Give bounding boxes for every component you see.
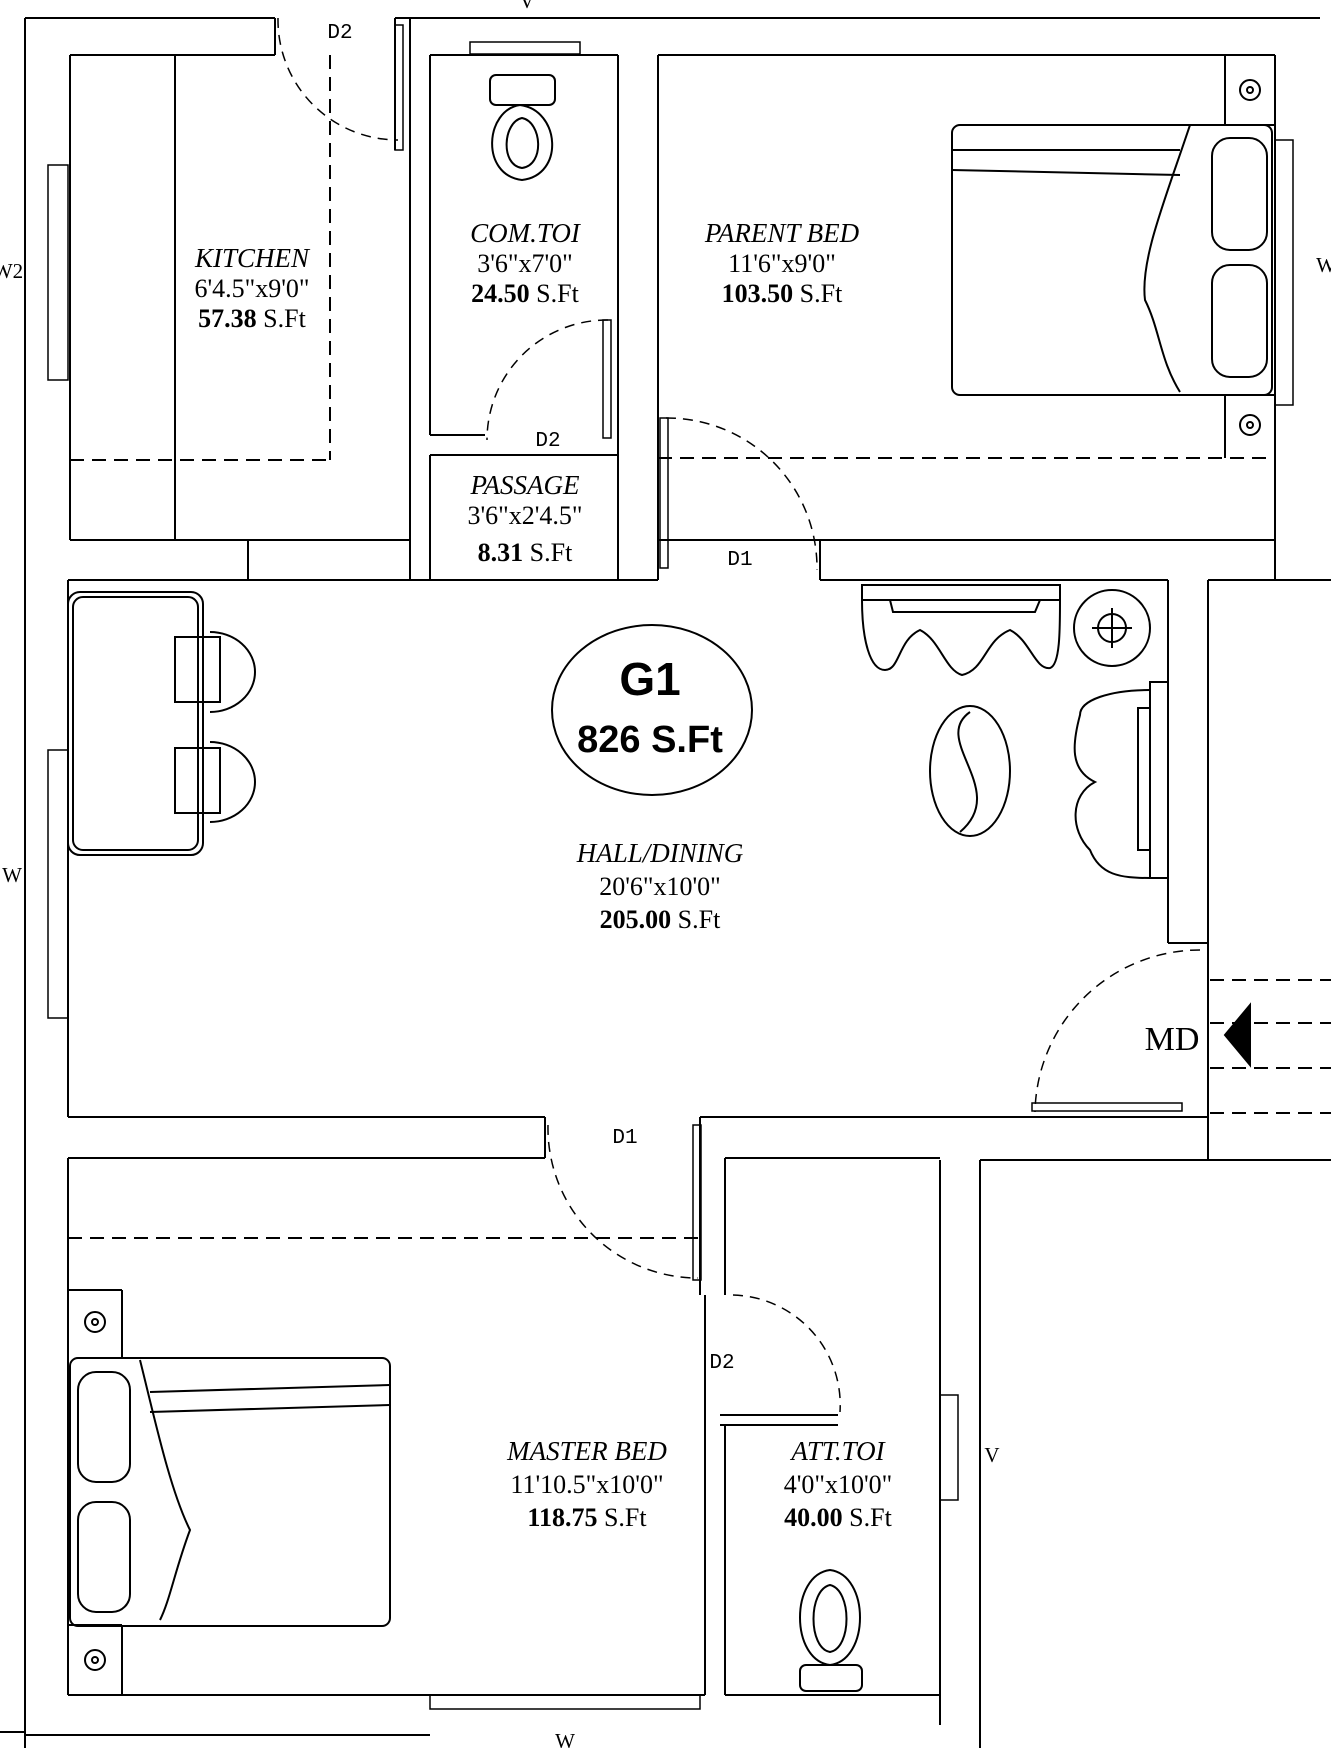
room-name: HALL/DINING <box>576 838 744 868</box>
bed-master <box>70 1312 390 1670</box>
room-name: MASTER BED <box>506 1436 667 1466</box>
room-area: 57.38 S.Ft <box>198 304 306 333</box>
unit-label: G1 <box>619 653 680 705</box>
room-area: 118.75 S.Ft <box>527 1503 647 1532</box>
room-com-toi: COM.TOI 3'6"x7'0" 24.50 S.Ft <box>470 218 582 308</box>
door-tag: D2 <box>327 22 352 45</box>
window-tag: V <box>519 0 534 13</box>
main-door-tag: MD <box>1145 1021 1200 1058</box>
door-tag: D1 <box>727 549 752 572</box>
entry-arrow-icon <box>1210 980 1331 1113</box>
room-area: 40.00 S.Ft <box>784 1503 892 1532</box>
door-leaves <box>395 25 1182 1280</box>
door-tag: D2 <box>535 430 560 453</box>
room-size: 11'6"x9'0" <box>728 249 836 278</box>
room-area: 103.50 S.Ft <box>722 279 843 308</box>
master-bed-walls <box>68 1158 705 1695</box>
room-passage: PASSAGE 3'6"x2'4.5" 8.31 S.Ft <box>467 470 582 567</box>
room-master-bed: MASTER BED 11'10.5"x10'0" 118.75 S.Ft <box>506 1436 667 1532</box>
room-att-toi: ATT.TOI 4'0"x10'0" 40.00 S.Ft <box>784 1436 893 1532</box>
sofa-right <box>1074 590 1168 878</box>
room-name: KITCHEN <box>194 243 311 273</box>
room-size: 20'6"x10'0" <box>599 872 721 901</box>
room-area: 205.00 S.Ft <box>600 905 721 934</box>
window-tag: W <box>1316 253 1331 277</box>
room-parent-bed: PARENT BED 11'6"x9'0" 103.50 S.Ft <box>704 218 860 308</box>
att-toi-walls <box>720 1158 940 1695</box>
room-area: 8.31 S.Ft <box>478 538 573 567</box>
room-size: 6'4.5"x9'0" <box>194 274 309 303</box>
room-name: ATT.TOI <box>789 1436 886 1466</box>
door-swings <box>278 18 1200 1412</box>
sofa-top <box>862 585 1060 675</box>
parent-bed-walls <box>658 55 1275 580</box>
window-tag: V <box>984 1443 999 1467</box>
room-name: COM.TOI <box>470 218 582 248</box>
toilet-com <box>490 75 555 180</box>
room-size: 3'6"x7'0" <box>477 249 573 278</box>
window-tag: W <box>555 1729 575 1748</box>
toilet-att <box>800 1570 862 1691</box>
com-toi-walls <box>430 55 658 580</box>
room-size: 11'10.5"x10'0" <box>510 1470 663 1499</box>
room-hall-dining: HALL/DINING 20'6"x10'0" 205.00 S.Ft <box>576 838 744 934</box>
unit-label-ellipse <box>552 625 752 795</box>
room-name: PARENT BED <box>704 218 860 248</box>
window-tag: W <box>2 863 22 887</box>
room-size: 4'0"x10'0" <box>784 1470 893 1499</box>
room-name: PASSAGE <box>470 470 580 500</box>
windows <box>48 42 1293 1709</box>
door-tag: D1 <box>612 1127 637 1150</box>
door-tag: D2 <box>709 1352 734 1375</box>
bed-parent <box>952 80 1272 435</box>
total-area: 826 S.Ft <box>577 719 723 761</box>
room-kitchen: KITCHEN 6'4.5"x9'0" 57.38 S.Ft <box>194 243 311 333</box>
dining-table <box>68 592 255 855</box>
room-size: 3'6"x2'4.5" <box>467 501 582 530</box>
window-tag: W2 <box>0 259 23 283</box>
coffee-table <box>930 706 1010 836</box>
room-area: 24.50 S.Ft <box>471 279 579 308</box>
